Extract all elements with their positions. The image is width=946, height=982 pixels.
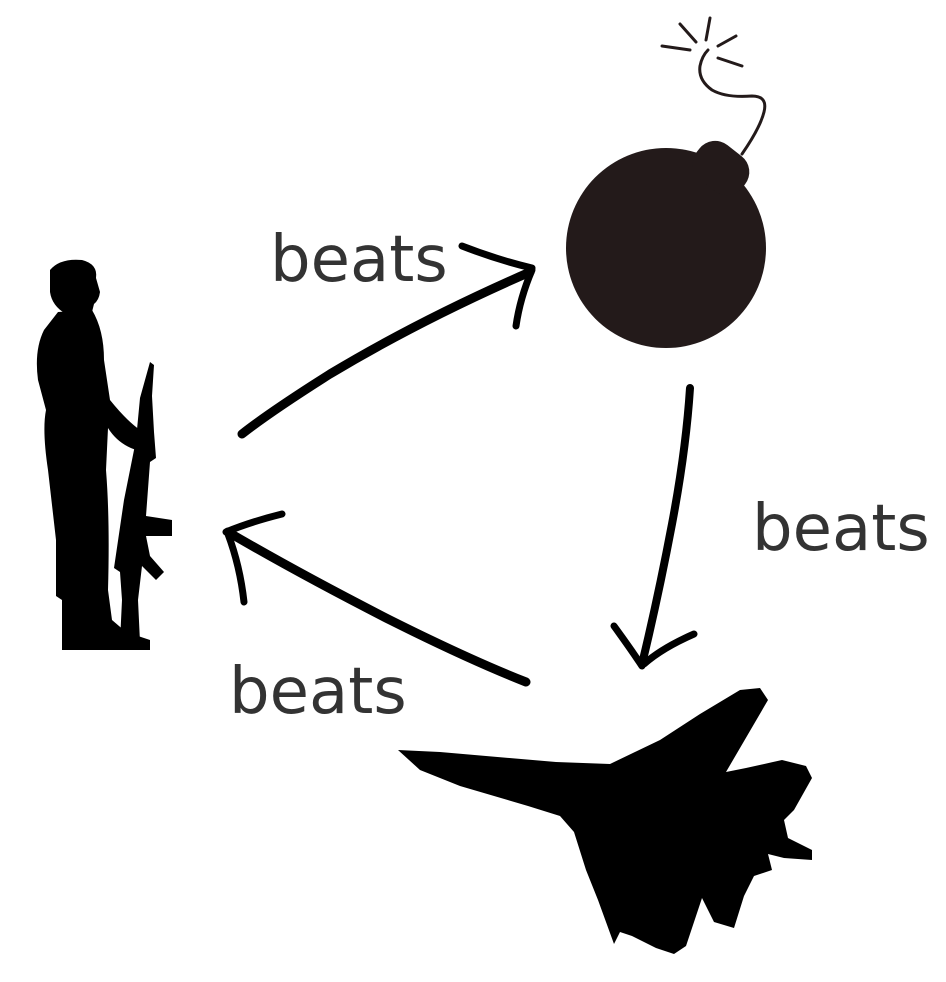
bomb-icon: [566, 16, 767, 348]
soldier-icon: [36, 259, 172, 650]
edge-label-bomb-jet: beats: [752, 492, 930, 566]
edge-label-soldier-bomb: beats: [270, 223, 448, 297]
arrow-soldier-to-bomb: [237, 242, 536, 439]
arrow-bomb-to-jet: [610, 384, 698, 670]
arrow-jet-to-soldier: [222, 510, 531, 687]
edge-label-jet-soldier: beats: [229, 655, 407, 729]
fighter-jet-icon: [398, 688, 812, 954]
